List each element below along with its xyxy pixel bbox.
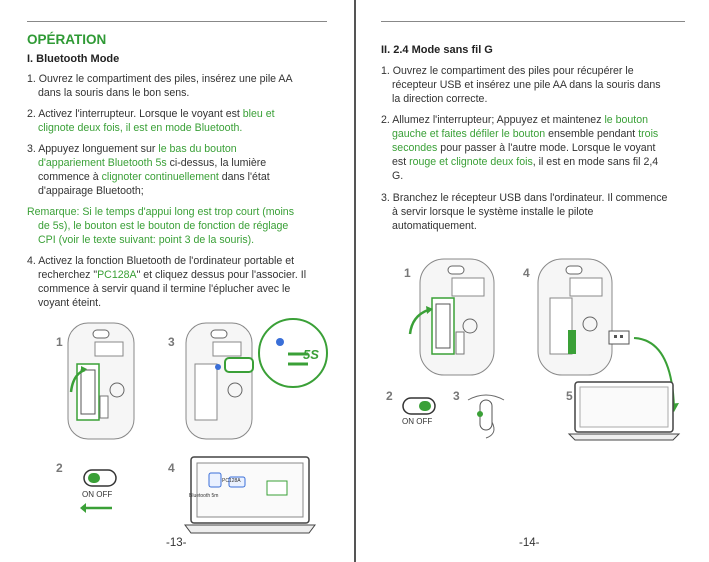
top-rule (381, 21, 685, 22)
figure-label: 3 (168, 335, 175, 349)
step2-line2: clignote deux fois, il est en mode Bluet… (38, 122, 243, 134)
remark-line1: Remarque: Si le temps d'appui long est t… (27, 206, 294, 218)
step4-line3: commence à servir quand il termine l'épl… (38, 283, 291, 295)
step1-line2: dans la souris dans le bon sens. (38, 87, 190, 99)
step4-line2: recherchez "PC128A" et cliquez dessus po… (38, 269, 307, 281)
section-title-wireless: II. 2.4 Mode sans fil G (381, 44, 493, 56)
zoom-circle-illustration (258, 318, 328, 388)
step3-line1: 3. Appuyez longuement sur le bas du bout… (27, 143, 237, 155)
step1-line3: la direction correcte. (392, 93, 488, 105)
scroll-wheel-illustration (467, 394, 505, 439)
step3-line1: 3. Branchez le récepteur USB dans l'ordi… (381, 192, 668, 204)
section-title-bluetooth: I. Bluetooth Mode (27, 53, 120, 65)
step1-line2: récepteur USB et insérez une pile AA dan… (392, 79, 661, 91)
mouse-underside-illustration (185, 322, 254, 440)
figure-label: 1 (404, 266, 411, 280)
page-heading: OPÉRATION (27, 32, 107, 47)
power-switch-illustration (402, 397, 436, 415)
figure-label: 2 (386, 389, 393, 403)
press-duration-label: 5S (303, 347, 319, 362)
mouse-underside-illustration (408, 258, 495, 376)
figure-label: 3 (453, 389, 460, 403)
step2-line4: est rouge et clignote deux fois, il est … (392, 156, 659, 168)
remark-line2: de 5s), le bouton est le bouton de fonct… (38, 220, 289, 232)
page-number: -14- (519, 537, 540, 549)
step3-line4: d'appairage Bluetooth; (38, 185, 144, 197)
screen-bluetooth-label: Bluetooth 5m (189, 493, 219, 499)
usb-receiver-icon (608, 330, 630, 345)
step4-line1: 4. Activez la fonction Bluetooth de l'or… (27, 255, 295, 267)
step2-line1: 2. Allumez l'interrupteur; Appuyez et ma… (381, 114, 649, 126)
laptop-illustration (184, 456, 316, 534)
step3-line3: commence à clignoter continuellement dan… (38, 171, 270, 183)
figure-label: 4 (168, 461, 175, 475)
remark-line3: CPI (voir le texte suivant: point 3 de l… (38, 234, 255, 246)
figure-label: 4 (523, 266, 530, 280)
figure-label: 1 (56, 335, 63, 349)
figure-label: 2 (56, 461, 63, 475)
step4-line4: voyant éteint. (38, 297, 102, 309)
top-rule (27, 21, 327, 22)
step2-line2: gauche et faites défiler le bouton ensem… (392, 128, 659, 140)
step2-line5: G. (392, 170, 404, 182)
step1-line1: 1. Ouvrez le compartiment des piles, ins… (27, 73, 293, 85)
switch-labels: ON OFF (402, 417, 433, 426)
step3-line3: automatiquement. (392, 220, 477, 232)
page-number: -13- (166, 537, 187, 549)
power-switch-illustration (80, 469, 117, 513)
step3-line2: d'appariement Bluetooth 5s ci-dessus, la… (38, 157, 267, 169)
switch-labels: ON OFF (82, 490, 113, 499)
step2-line1: 2. Activez l'interrupteur. Lorsque le vo… (27, 108, 275, 120)
mouse-underside-illustration (537, 258, 613, 376)
page-14: II. 2.4 Mode sans fil G 1. Ouvrez le com… (356, 0, 709, 562)
screen-device-name: PC128A (222, 478, 241, 484)
step3-line2: à servir lorsque le système installe le … (392, 206, 594, 218)
page-13: OPÉRATION I. Bluetooth Mode 1. Ouvrez le… (0, 0, 354, 562)
page-fold (354, 0, 356, 562)
laptop-illustration (567, 381, 681, 441)
step1-line1: 1. Ouvrez le compartiment des piles pour… (381, 65, 634, 77)
figure-label: 5 (566, 389, 573, 403)
mouse-underside-illustration (67, 322, 135, 440)
step2-line3: secondes pour passer à l'autre mode. Lor… (392, 142, 656, 154)
